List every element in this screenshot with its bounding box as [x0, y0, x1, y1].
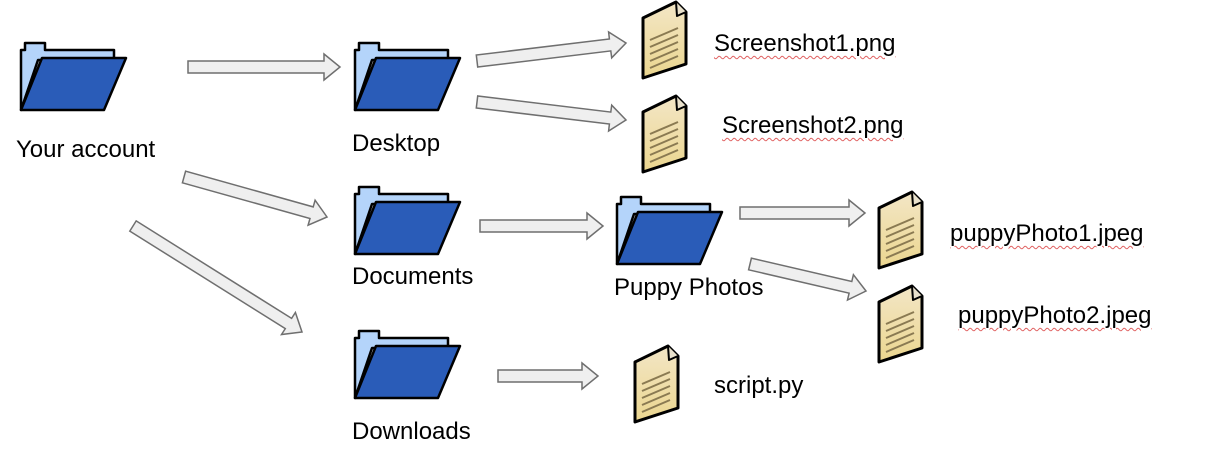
node-label: puppyPhoto2.jpeg: [958, 302, 1152, 329]
arrow-your-account-to-documents: [181, 170, 329, 227]
node-label: Downloads: [352, 418, 471, 445]
file-icon: [877, 284, 924, 364]
arrow-downloads-to-script-py: [497, 361, 600, 391]
folder-icon: [615, 195, 724, 266]
folder-icon: [19, 41, 128, 112]
node-label: script.py: [714, 372, 804, 399]
node-label: Screenshot1.png: [714, 30, 896, 57]
node-label: Screenshot2.png: [722, 112, 904, 139]
arrow-documents-to-puppy-photos: [479, 211, 605, 241]
arrow-desktop-to-screenshot2: [475, 95, 628, 133]
arrow-desktop-to-screenshot1: [475, 30, 628, 68]
file-icon: [641, 94, 688, 174]
node-label: Desktop: [352, 130, 441, 157]
arrow-puppy-photos-to-puppyphoto2: [747, 257, 868, 302]
file-icon: [641, 0, 688, 80]
folder-icon: [353, 329, 462, 400]
folder-icon: [353, 41, 462, 112]
node-label: Documents: [352, 263, 474, 290]
arrow-your-account-to-desktop: [187, 52, 342, 82]
file-icon: [877, 190, 924, 270]
arrow-your-account-to-downloads: [128, 219, 304, 336]
node-label: puppyPhoto1.jpeg: [950, 220, 1144, 247]
file-icon: [633, 344, 680, 424]
folder-icon: [353, 185, 462, 256]
node-label: Puppy Photos: [614, 274, 764, 301]
arrow-puppy-photos-to-puppyphoto1: [739, 198, 867, 228]
node-label: Your account: [16, 136, 156, 163]
